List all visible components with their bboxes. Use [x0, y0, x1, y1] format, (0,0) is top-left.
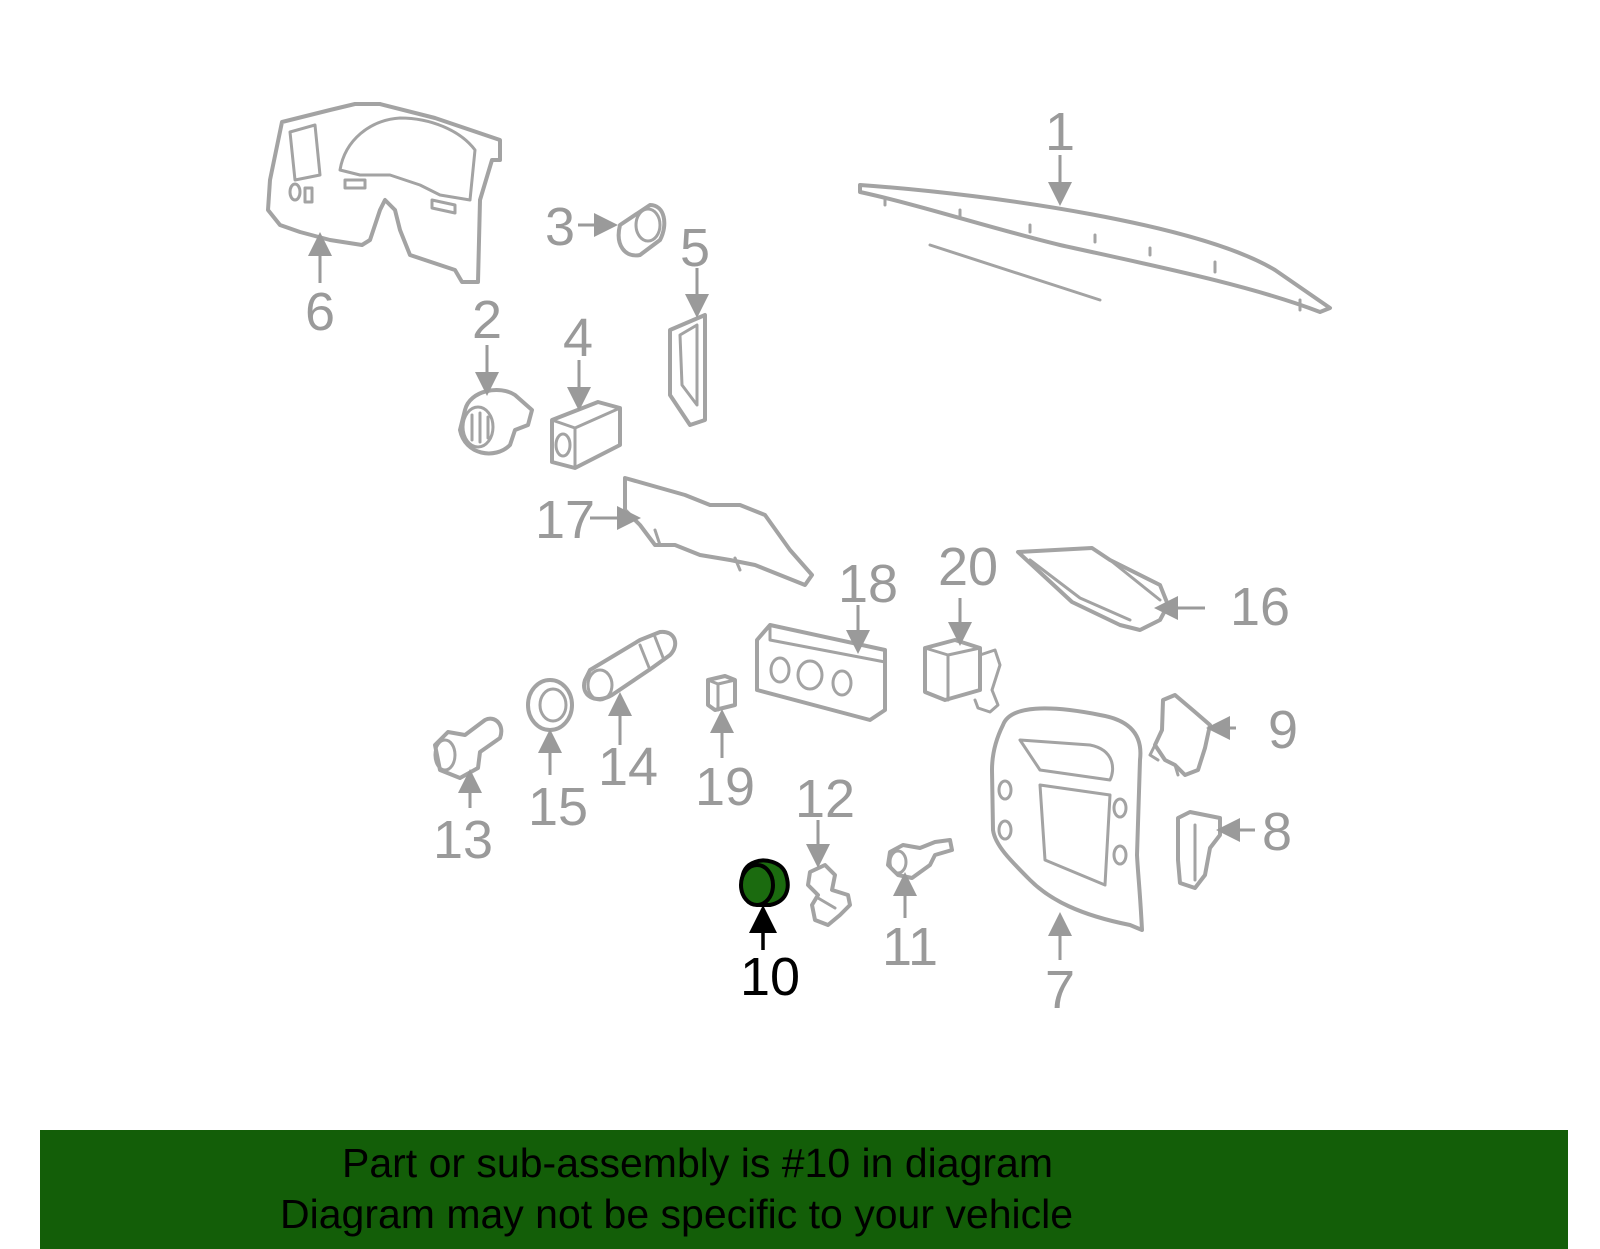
part-7-center-bezel	[990, 706, 1144, 932]
callout-1: 1	[1045, 102, 1075, 162]
part-17-cover	[623, 476, 814, 587]
callout-10: 10	[740, 947, 800, 1007]
callout-4: 4	[563, 308, 593, 368]
callout-9: 9	[1268, 700, 1298, 760]
callout-3: 3	[545, 197, 575, 257]
part-12-clip	[806, 863, 852, 927]
part-1-dash-trim	[858, 183, 1332, 314]
part-13-socket	[433, 716, 504, 780]
callout-16: 16	[1230, 577, 1290, 637]
part-16-glovebox	[1016, 546, 1170, 632]
callout-19: 19	[695, 757, 755, 817]
callout-8: 8	[1262, 802, 1292, 862]
part-6-instrument-panel	[266, 102, 502, 284]
callout-17: 17	[535, 490, 595, 550]
callout-7: 7	[1045, 960, 1075, 1020]
callout-18: 18	[838, 554, 898, 614]
callout-14: 14	[598, 737, 658, 797]
callout-5: 5	[680, 218, 710, 278]
part-18-climate-control	[755, 623, 887, 722]
callout-12: 12	[795, 769, 855, 829]
part-14-lighter	[582, 629, 678, 702]
part-8-clip	[1176, 810, 1222, 890]
callout-15: 15	[528, 777, 588, 837]
callout-20: 20	[938, 537, 998, 597]
callout-6: 6	[305, 282, 335, 342]
part-20-module	[923, 638, 1002, 714]
banner-line-1: Part or sub-assembly is #10 in diagram	[342, 1140, 1053, 1186]
part-3-knob	[616, 203, 667, 258]
part-11-pin	[886, 838, 954, 880]
part-2-switch	[458, 388, 534, 456]
part-15-ring	[526, 678, 574, 732]
banner-line-2: Diagram may not be specific to your vehi…	[280, 1191, 1074, 1237]
callout-11: 11	[882, 917, 938, 977]
parts-diagram: 6 1 3 5 2 4 17	[266, 102, 1332, 1020]
callout-13: 13	[433, 810, 493, 870]
part-10-cap-highlighted	[739, 858, 790, 907]
part-4-switch-block	[550, 400, 622, 470]
callout-2: 2	[472, 290, 502, 350]
info-banner: Part or sub-assembly is #10 in diagram D…	[40, 1130, 1568, 1249]
part-5-vent-bezel	[668, 313, 707, 427]
part-19-connector	[706, 674, 737, 712]
part-9-bracket	[1148, 693, 1212, 777]
